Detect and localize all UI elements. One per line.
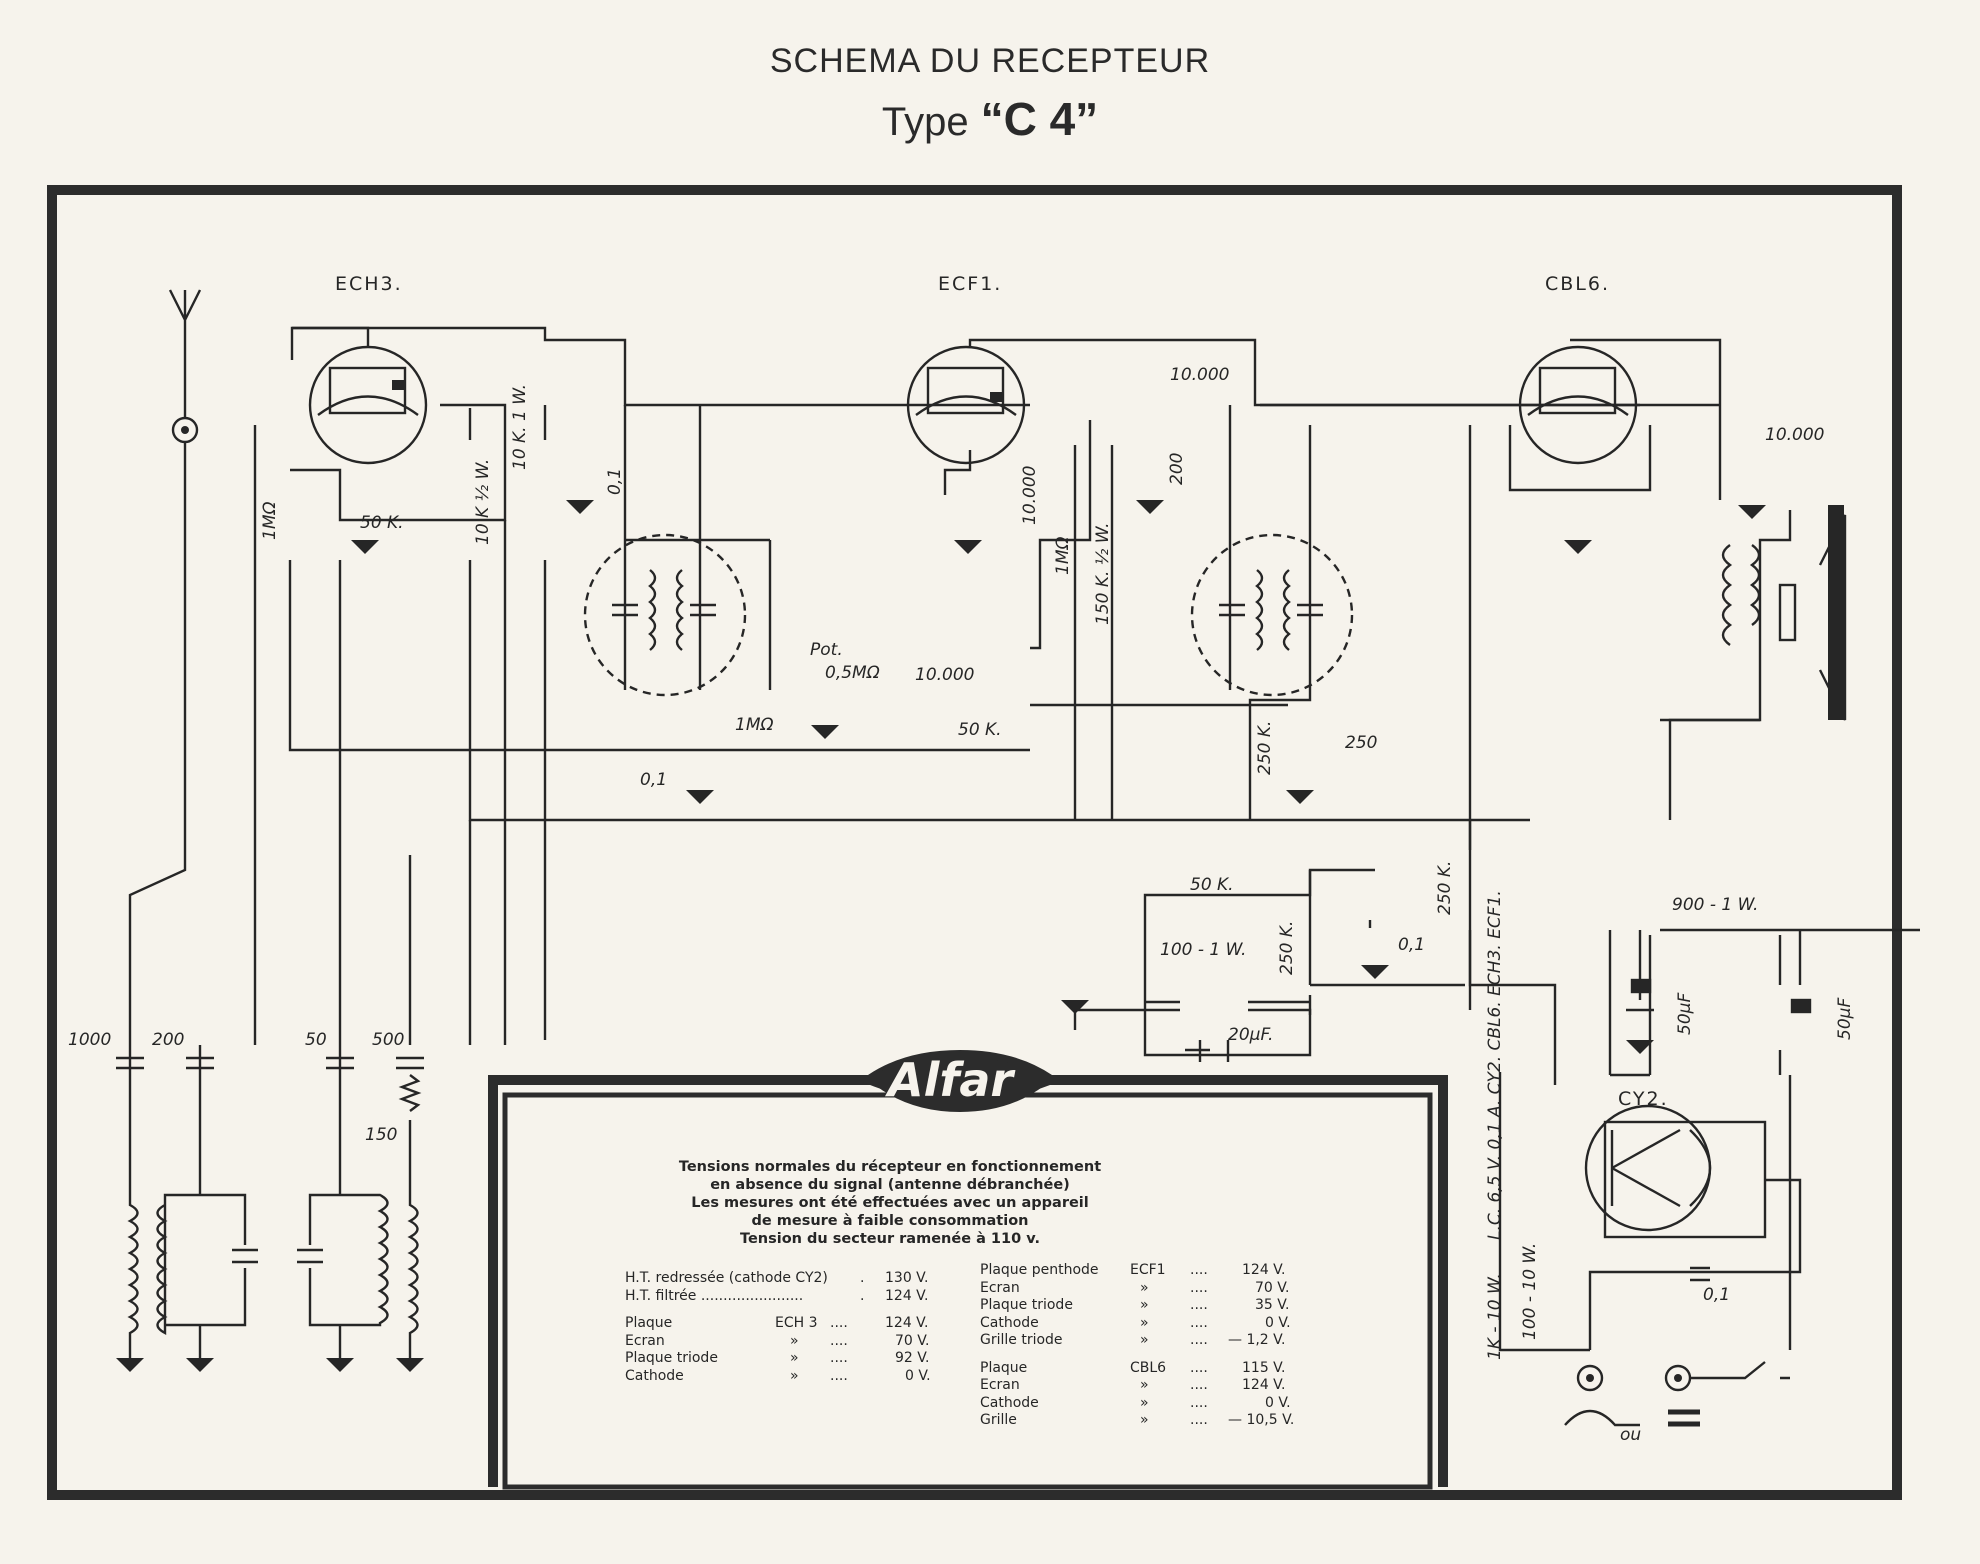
label-r50k-mid: 50 K. — [958, 720, 1002, 740]
label-c500: 500 — [372, 1030, 404, 1050]
heading-line-5: Tension du secteur ramenée à 110 v. — [740, 1231, 1040, 1247]
label-r50k-low: 50 K. — [1190, 875, 1234, 895]
label-c01-d: 0,1 — [1703, 1285, 1730, 1305]
if-transformer-2 — [1190, 533, 1354, 697]
label-r1m-ecf: 1MΩ — [1053, 537, 1073, 575]
voltage-table-heading: Tensions normales du récepteur en foncti… — [520, 1158, 1260, 1248]
label-r10k-1w: 10 K. 1 W. — [510, 384, 530, 470]
voltage-table-panel: Tensions normales du récepteur en foncti… — [520, 1100, 1390, 1490]
alfar-logo: Alfar — [488, 1050, 1448, 1490]
vt-row: Grille»....— 10,5 V. — [980, 1412, 1295, 1428]
tube-label-ech3: ECH3. — [335, 273, 403, 295]
label-r250k-ht: 250 K. — [1435, 861, 1455, 915]
label-pot: Pot. — [810, 640, 843, 660]
voltage-list-left: H.T. redressée (cathode CY2).130 V. H.T.… — [625, 1270, 975, 1385]
heading-line-2: en absence du signal (antenne débranchée… — [710, 1177, 1070, 1193]
label-r50k-ech: 50 K. — [360, 513, 404, 533]
input-coils — [116, 1045, 424, 1358]
tube-label-cy2: CY2. — [1618, 1088, 1669, 1110]
label-c10000-mid: 10.000 — [915, 665, 974, 685]
alfar-logo-text: Alfar — [885, 1053, 1016, 1107]
vt-row: Ecran»....70 V. — [980, 1279, 1290, 1296]
label-c10000-cbl: 10.000 — [1765, 425, 1824, 445]
label-c50uf-b: 50μF — [1835, 998, 1855, 1040]
diagram-title: SCHEMA DU RECEPTEUR — [769, 42, 1211, 80]
label-c1000: 1000 — [68, 1030, 111, 1050]
vt-row: Plaque triode»....92 V. — [625, 1350, 930, 1366]
type-value: “C 4” — [980, 93, 1099, 145]
electrolytics — [1185, 930, 1812, 1282]
antenna-icon — [128, 289, 202, 1045]
component-labels: 1000 200 50 500 150 1MΩ 50 K. 10 K ½ W. … — [68, 365, 1855, 1360]
label-r1k-10w: 1K - 10 W. — [1485, 1273, 1505, 1360]
heading-line-4: de mesure à faible consommation — [751, 1213, 1029, 1229]
heading-line-1: Tensions normales du récepteur en foncti… — [678, 1159, 1102, 1175]
label-r1m-ech: 1MΩ — [260, 502, 280, 540]
label-c200: 200 — [152, 1030, 184, 1050]
power-inputs: ou — [1564, 1361, 1790, 1445]
label-r150: 150 — [365, 1125, 397, 1145]
label-r250k-cbl: 250 K. — [1255, 721, 1275, 775]
label-r900: 900 - 1 W. — [1672, 895, 1758, 915]
vt-row: Cathode»....0 V. — [980, 1314, 1291, 1331]
tube-cy2 — [1584, 1104, 1767, 1239]
type-word: Type — [881, 100, 969, 144]
diagram-subtitle: Type“C 4” — [0, 92, 1980, 146]
ou-label: ou — [1620, 1425, 1641, 1445]
label-r1m-mid: 1MΩ — [735, 715, 773, 735]
tube-label-cbl6: CBL6. — [1545, 273, 1610, 295]
label-r10k-half: 10 K ½ W. — [473, 459, 493, 545]
label-pot-val: 0,5MΩ — [825, 663, 880, 683]
label-c01-b: 0,1 — [640, 770, 667, 790]
vt-row: Ecran»....124 V. — [980, 1377, 1286, 1393]
label-r150k: 150 K. ½ W. — [1093, 522, 1113, 625]
label-c250: 250 — [1345, 733, 1377, 753]
label-r100-10w: 100 - 10 W. — [1520, 1243, 1540, 1340]
label-c20uf: 20μF. — [1228, 1025, 1273, 1045]
label-r250k-low: 250 K. — [1277, 921, 1297, 975]
label-filaments: L.C. 6,5 V. 0,1 A. CY2. CBL6. ECH3. ECF1… — [1485, 890, 1505, 1240]
outer-frame — [47, 185, 1902, 1500]
vt-row: Cathode»....0 V. — [625, 1367, 931, 1384]
vt-row: Cathode»....0 V. — [980, 1394, 1291, 1411]
label-c50uf-a: 50μF — [1675, 993, 1695, 1035]
vt-row: H.T. redressée (cathode CY2).130 V. — [625, 1270, 929, 1286]
label-c10000-top: 10.000 — [1170, 365, 1229, 385]
heading-line-3: Les mesures ont été effectuées avec un a… — [691, 1195, 1089, 1211]
speaker-icon — [1721, 505, 1847, 721]
tube-label-ecf1: ECF1. — [938, 273, 1002, 295]
wiring — [253, 326, 1920, 1352]
label-c10000-ecf: 10.000 — [1020, 466, 1040, 525]
vt-row: H.T. filtrée ........................124… — [625, 1287, 929, 1304]
vt-row: Ecran»....70 V. — [625, 1332, 930, 1349]
vt-row: Grille triode»....— 1,2 V. — [980, 1332, 1286, 1348]
label-r100-1w: 100 - 1 W. — [1160, 940, 1246, 960]
tube-ech3 — [290, 326, 428, 465]
if-transformer-1 — [583, 533, 747, 697]
label-c01-c: 0,1 — [1398, 935, 1425, 955]
label-c200-ecf: 200 — [1167, 453, 1187, 485]
label-c01-a: 0,1 — [605, 468, 625, 495]
label-c50: 50 — [305, 1030, 327, 1050]
vt-row: Plaque triode»....35 V. — [980, 1297, 1290, 1313]
